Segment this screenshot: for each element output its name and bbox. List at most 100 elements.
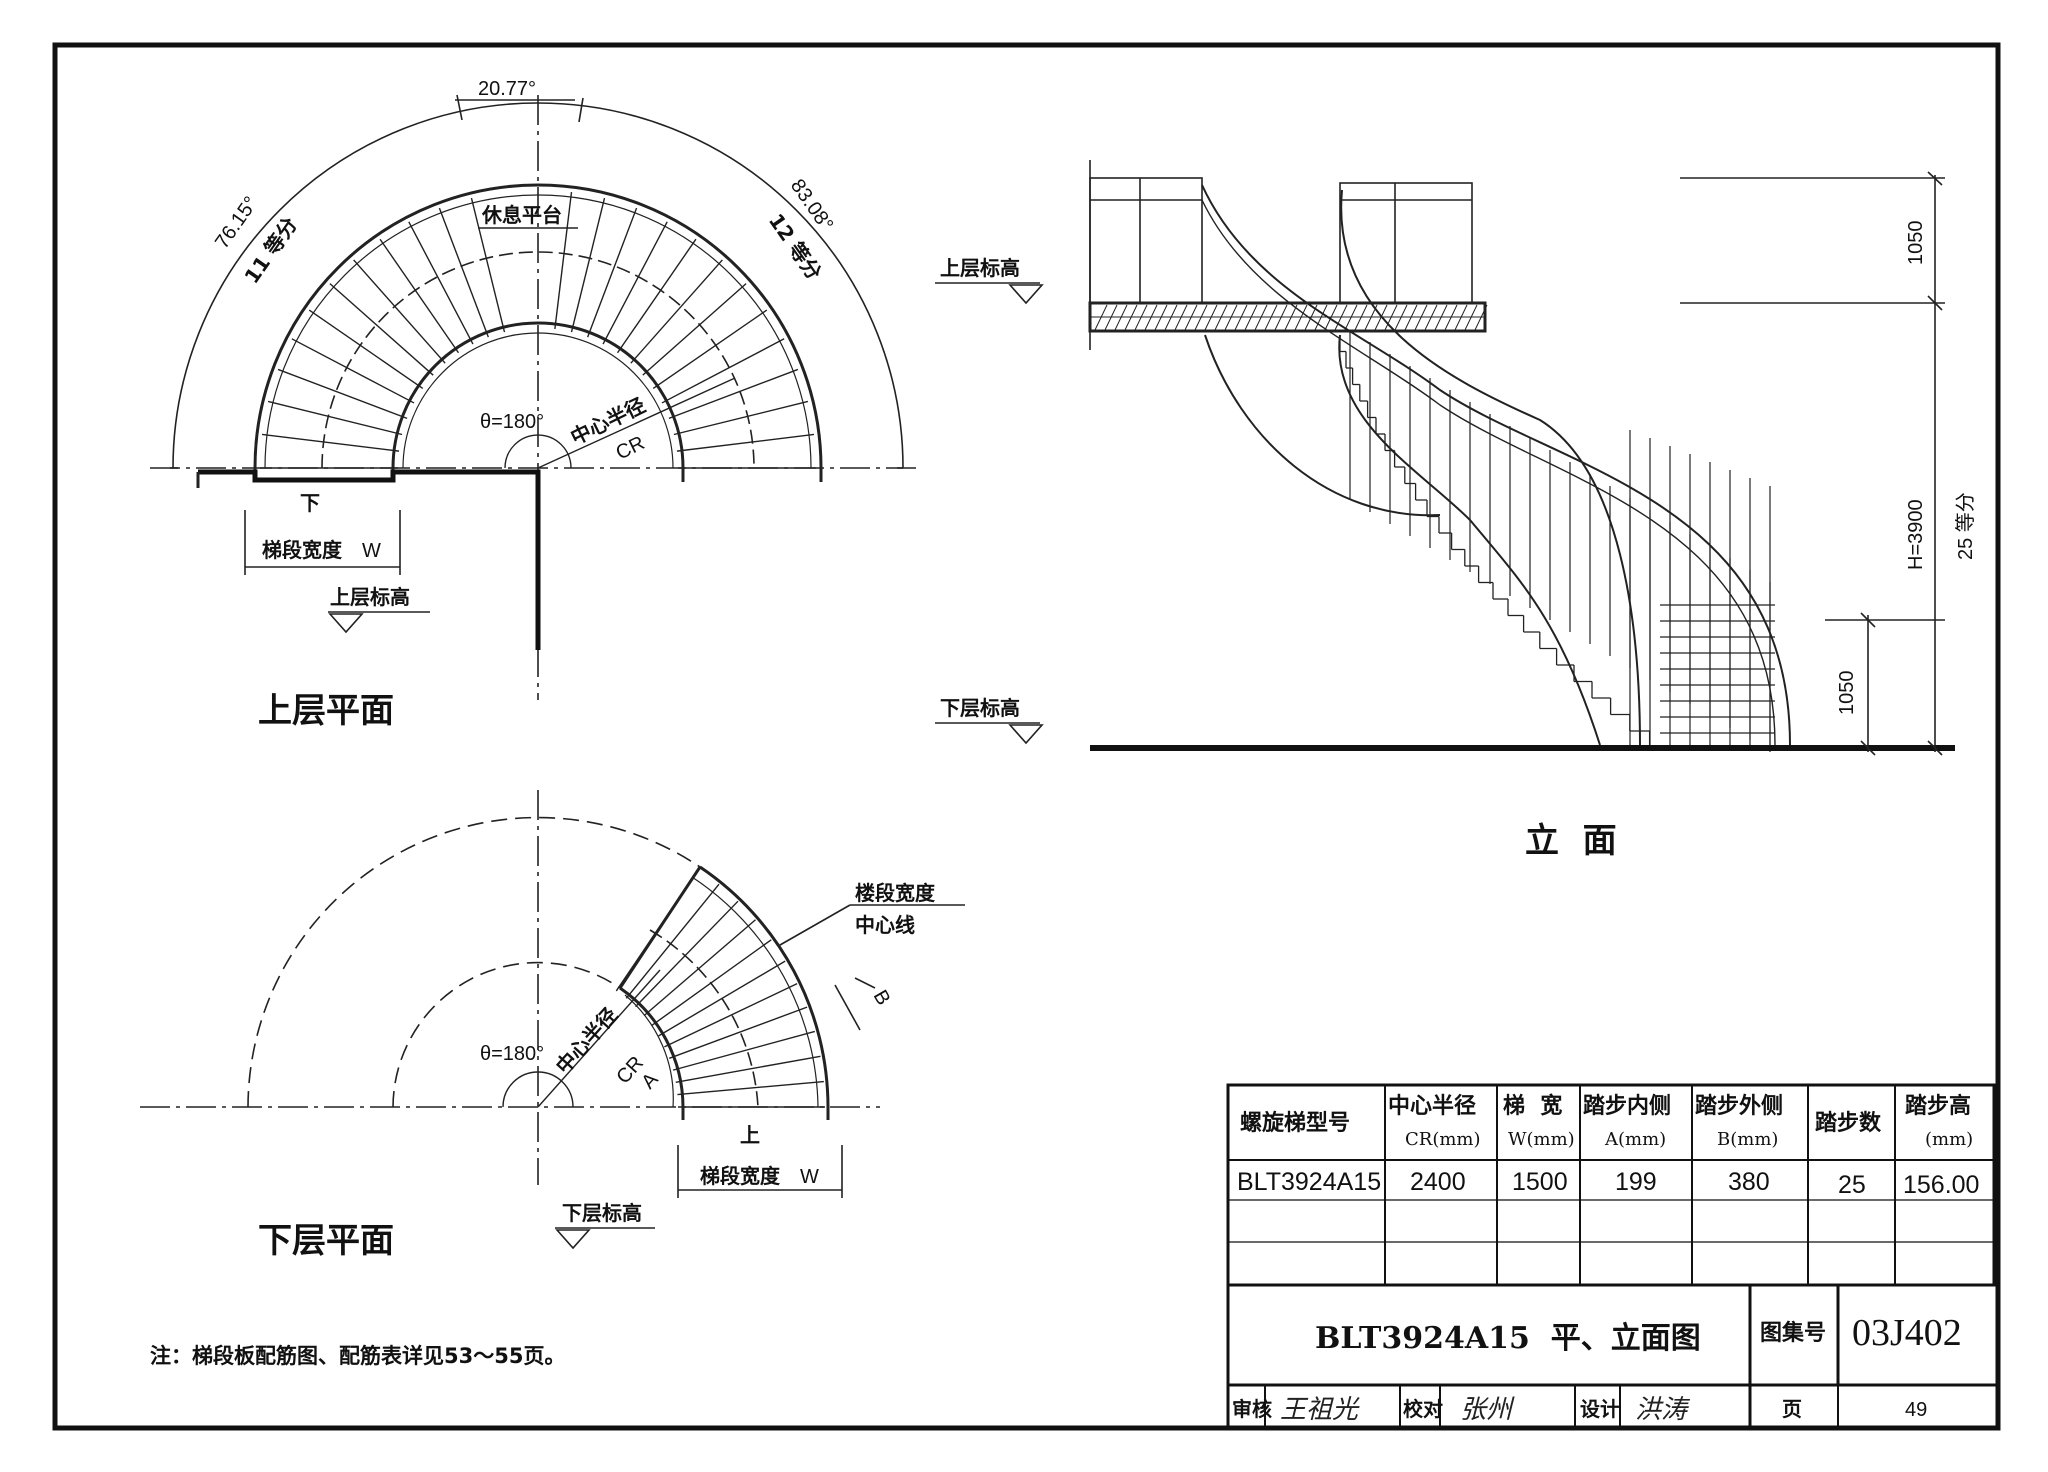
upper-tread-line: [379, 238, 460, 354]
lower-tread-line: [658, 960, 786, 1037]
slab-hatch-line: [1264, 304, 1278, 331]
check-label: 校对: [1403, 1397, 1443, 1421]
upper-tread-line: [673, 400, 809, 436]
slab-hatch-line: [1384, 304, 1398, 331]
upper-tread-line: [554, 191, 573, 330]
table-cell-model: BLT3924A15: [1237, 1168, 1381, 1196]
table-header-a: 踏步内侧: [1583, 1093, 1671, 1119]
upper-tread-line: [261, 433, 400, 452]
slab-hatch-line: [1464, 304, 1478, 331]
table-header-b: 踏步外侧: [1695, 1093, 1783, 1119]
table-cell-w: 1500: [1512, 1168, 1568, 1196]
sheet-frame: [52, 42, 2001, 1431]
slab-hatch-line: [1324, 304, 1338, 331]
lower-tread-line: [635, 900, 739, 1008]
atlas-label: 图集号: [1760, 1320, 1826, 1346]
lower-b-label: B: [869, 987, 895, 1010]
design-label: 设计: [1580, 1397, 1620, 1421]
lower-flight-width-w: W: [800, 1166, 819, 1188]
slab-hatch-line: [1224, 304, 1238, 331]
lower-tread-line: [677, 1080, 824, 1096]
upper-tread-line: [291, 338, 415, 404]
upper-tread-line: [630, 259, 723, 364]
sheet-note: 注：梯段板配筋图、配筋表详见53～55页。: [150, 1344, 565, 1368]
upper-plan-treads: [260, 191, 816, 469]
landing-label: 休息平台: [481, 203, 562, 227]
angle-left-label: 76.15°: [211, 193, 262, 253]
slab-hatch-line: [1164, 304, 1178, 331]
table-header-rise-unit: (mm): [1925, 1129, 1973, 1150]
slab-hatch-line: [1174, 304, 1188, 331]
upper-tread-line: [668, 368, 799, 420]
slab-hatch-line: [1194, 304, 1208, 331]
upper-tread-line: [353, 259, 446, 364]
table-header-steps: 踏步数: [1815, 1110, 1882, 1136]
upper-tread-line: [661, 338, 785, 404]
spec-table: [1226, 1083, 1996, 1287]
lower-plan: [140, 790, 965, 1250]
slab-hatch-line: [1134, 304, 1148, 331]
lower-center-radius-label: 中心半径: [551, 1003, 622, 1079]
atlas-number: 03J402: [1852, 1312, 1962, 1354]
upper-flight-width-w: W: [362, 540, 381, 562]
table-header-a-unit: A(mm): [1604, 1129, 1666, 1150]
upper-theta-label: θ=180°: [480, 411, 544, 433]
slab-hatch-line: [1154, 304, 1168, 331]
review-signature: 王祖光: [1280, 1395, 1360, 1425]
lower-center-line-label: 中心线: [855, 913, 915, 937]
elev-dim-bottom: 1050: [1836, 671, 1858, 716]
lower-tread-line: [664, 983, 798, 1048]
upper-plan-floor-edge: [198, 469, 541, 650]
sheet-title: BLT3924A15 平、立面图: [1315, 1321, 1701, 1356]
table-header-model: 螺旋梯型号: [1240, 1110, 1350, 1136]
upper-level-label: 上层标高: [330, 585, 410, 609]
lower-level-label: 下层标高: [562, 1201, 642, 1225]
page-number: 49: [1905, 1399, 1927, 1421]
slab-hatch-line: [1244, 304, 1258, 331]
table-cell-a: 199: [1615, 1168, 1657, 1196]
slab-hatch-line: [1444, 304, 1458, 331]
lower-plan-caption: 下层平面: [258, 1221, 394, 1261]
elevation-steps: [1339, 335, 1775, 749]
slab-hatch-line: [1404, 304, 1418, 331]
upper-tread-line: [308, 309, 424, 390]
table-header-w: 梯 宽: [1503, 1093, 1562, 1119]
elev-upper-level-label: 上层标高: [940, 256, 1020, 280]
lower-tread-line: [615, 868, 700, 992]
lower-tread-line: [669, 1006, 808, 1059]
spiral-underside: [1204, 334, 1441, 517]
upper-tread-line: [470, 197, 506, 333]
upper-tread-line: [277, 368, 408, 420]
slab-hatch-line: [1284, 304, 1298, 331]
slab-hatch-line: [1124, 304, 1138, 331]
lower-plan-outer-dashed-arc: [247, 816, 701, 1108]
review-label: 审核: [1232, 1397, 1272, 1421]
slab-hatch-line: [1454, 304, 1468, 331]
slab-hatch-line: [1144, 304, 1158, 331]
upper-tread-line: [408, 221, 474, 345]
slab-hatch-line: [1274, 304, 1288, 331]
slab-hatch-line: [1104, 304, 1118, 331]
upper-tread-line: [438, 207, 490, 338]
slab-hatch-line: [1254, 304, 1268, 331]
lower-tread-line: [672, 1030, 816, 1071]
slab-hatch-line: [1114, 304, 1128, 331]
lower-tread-line: [643, 919, 756, 1017]
elev-dim-top: 1050: [1905, 221, 1927, 266]
slab-hatch-line: [1394, 304, 1408, 331]
upper-plan-dimension-arc: [172, 102, 904, 469]
elevation-caption: 立 面: [1525, 821, 1617, 861]
upper-tread-line: [616, 238, 697, 354]
table-cell-cr: 2400: [1410, 1168, 1466, 1196]
lower-tread-line: [625, 883, 720, 999]
table-cell-steps: 25: [1838, 1171, 1866, 1199]
slab-hatch-line: [1414, 304, 1428, 331]
title-block: [1226, 1283, 2000, 1430]
lower-flight-width-center-label: 楼段宽度: [855, 881, 936, 905]
elevation-balusters: [1349, 330, 1771, 752]
lower-flight-width-label: 梯段宽度: [700, 1164, 781, 1188]
slab-hatch-line: [1094, 304, 1108, 331]
down-label: 下: [300, 491, 320, 515]
lower-plan-treads: [615, 868, 825, 1108]
upper-tread-line: [652, 309, 768, 390]
